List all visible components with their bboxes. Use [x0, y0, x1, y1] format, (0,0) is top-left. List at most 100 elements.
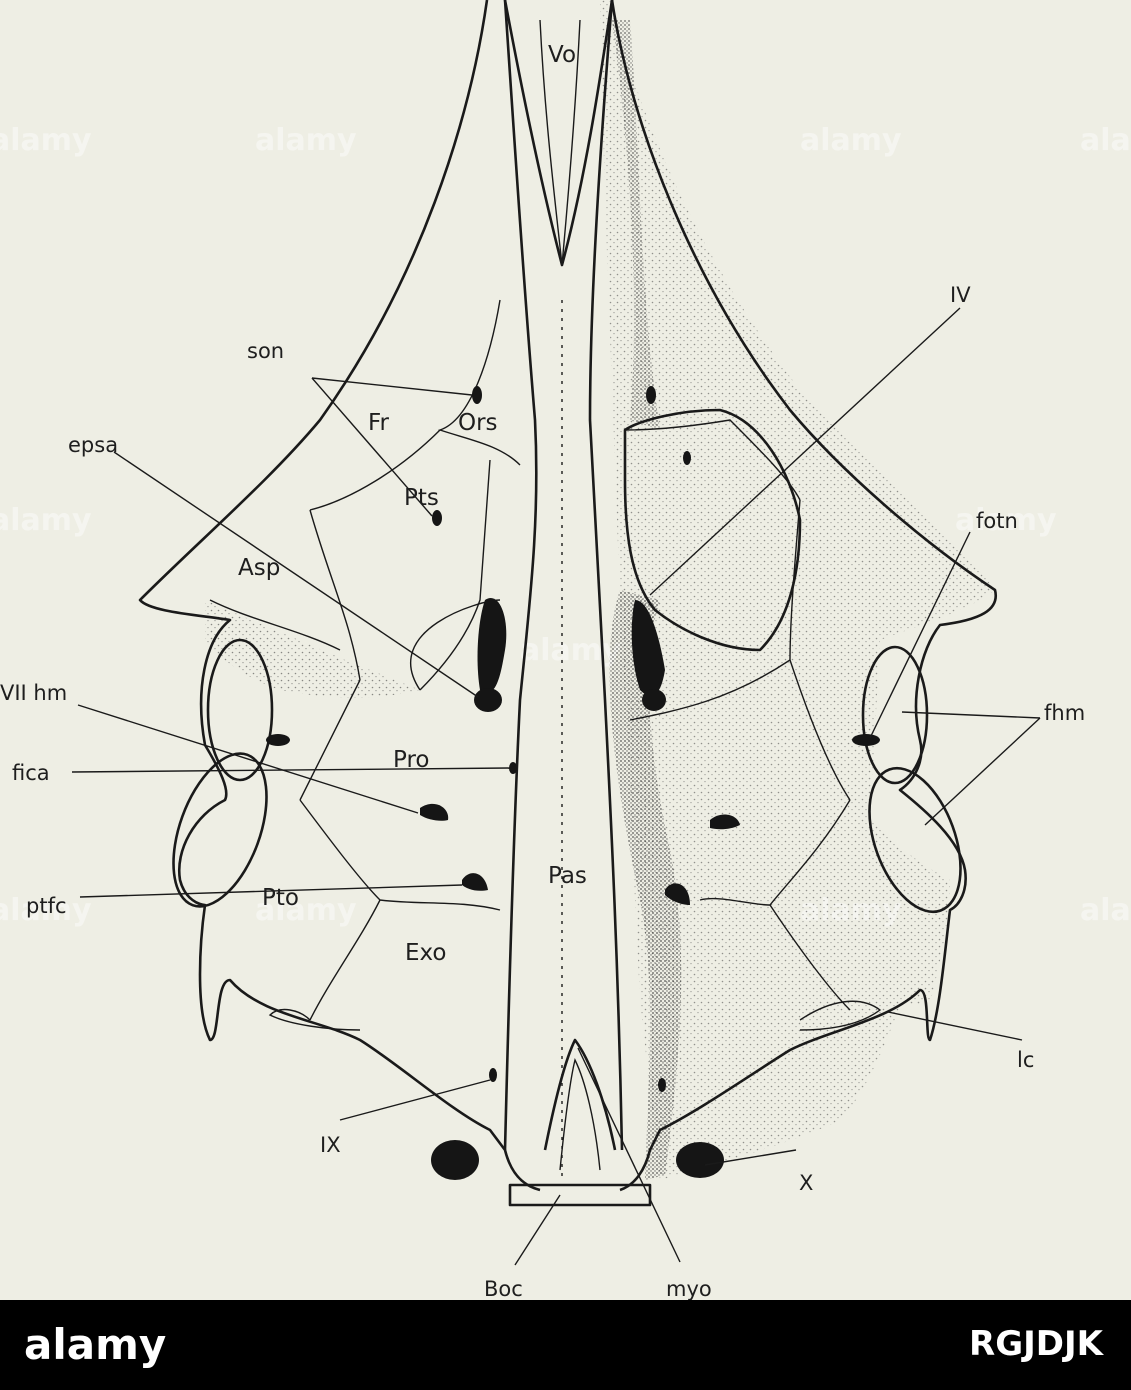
label-pro: Pro [393, 747, 430, 773]
iv-foramen-left [477, 598, 507, 693]
svg-text:alamy: alamy [0, 893, 92, 928]
svg-text:alamy: alamy [1080, 893, 1131, 928]
label-fica: fica [12, 761, 50, 785]
svg-text:alamy: alamy [800, 123, 902, 158]
svg-text:alamy: alamy [955, 503, 1057, 538]
lc-groove-right [799, 1000, 882, 1031]
x-right [676, 1142, 724, 1178]
leader-fhm-1 [901, 711, 1041, 719]
label-vo: Vo [548, 42, 576, 68]
ptfc-right [665, 883, 690, 905]
svg-text:alamy: alamy [255, 893, 357, 928]
label-son: son [247, 339, 284, 363]
leader-myo [577, 1047, 681, 1263]
label-fr: Fr [368, 410, 390, 436]
leader-son-1 [311, 377, 473, 396]
leader-x [704, 1149, 797, 1166]
label-ptfc: ptfc [26, 894, 67, 918]
suture-fr-ors [437, 299, 521, 466]
r-suture-1 [624, 419, 801, 501]
epsa-right [642, 689, 666, 711]
right-ridge-shading [609, 590, 682, 1180]
leader-ptfc [79, 884, 463, 898]
label-lc: lc [1017, 1048, 1034, 1072]
fica-left [509, 762, 517, 774]
right-dense-shading [612, 20, 660, 430]
label-vii-hm: VII hm [0, 681, 67, 705]
svg-text:alamy: alamy [1080, 123, 1131, 158]
label-pas: Pas [548, 863, 587, 889]
fhm-left-lower [172, 752, 268, 908]
leader-fica [71, 767, 511, 773]
iv-foramen-right [631, 600, 665, 696]
ptfc-left [462, 873, 488, 891]
right-half-shading [600, 0, 995, 1180]
notch-inner [559, 1057, 601, 1171]
skull-diagram: alamy alamy alamy alamy alamy alamy alam… [0, 0, 1131, 1300]
left-otic-shading [205, 600, 420, 698]
son-foramen-1 [472, 386, 482, 404]
ix-left [489, 1068, 497, 1082]
label-asp: Asp [238, 555, 280, 581]
label-exo: Exo [405, 940, 447, 966]
svg-text:alamy: alamy [255, 123, 357, 158]
r-suture-5 [629, 659, 791, 721]
suture-pts-asp [309, 509, 361, 681]
stock-footer-bar: alamy RGJDJK [0, 1300, 1131, 1390]
ix-right [658, 1078, 666, 1092]
leader-fotn [869, 531, 971, 739]
fhm-right-upper [861, 645, 929, 785]
leader-lc [887, 1011, 1023, 1041]
leader-boc [514, 1194, 561, 1266]
pts-lower-edge [419, 459, 491, 691]
parasphenoid-right [588, 0, 624, 1151]
vii-hm-right [710, 814, 740, 830]
leader-epsa [113, 451, 479, 698]
vii-hm-left [420, 803, 449, 821]
r-suture-3 [699, 799, 851, 906]
vomer-inner [539, 19, 581, 266]
leader-fhm-2 [924, 717, 1041, 826]
label-x: X [799, 1171, 813, 1195]
leader-vii-hm [77, 704, 419, 814]
suture-pto-exo [309, 899, 381, 1021]
leader-lines [71, 307, 1041, 1266]
leader-son-2 [311, 377, 433, 517]
label-pts: Pts [404, 485, 439, 511]
label-epsa: epsa [68, 433, 118, 457]
skull-outline-right [610, 0, 998, 1192]
son-foramen-2 [432, 510, 442, 526]
asp-wing [209, 599, 341, 651]
label-ix: IX [320, 1133, 341, 1157]
leader-ix [339, 1079, 491, 1121]
suture-fr-pts [309, 429, 441, 511]
lc-groove-left [268, 1008, 361, 1031]
svg-text:alamy: alamy [0, 123, 92, 158]
svg-text:alamy: alamy [0, 503, 92, 538]
watermark-layer: alamy alamy alamy alamy alamy alamy alam… [0, 123, 1131, 928]
fhm-right-lower [868, 766, 962, 914]
foramina [266, 386, 880, 1180]
footer-image-code: RGJDJK [969, 1324, 1103, 1364]
leader-iv [649, 307, 961, 596]
fhm-left-upper [206, 638, 274, 782]
x-left [431, 1140, 479, 1180]
label-myo: myo [666, 1277, 712, 1300]
svg-text:alamy: alamy [520, 633, 622, 668]
posterior-notch [543, 1038, 617, 1151]
label-fotn: fotn [976, 509, 1018, 533]
fotn-right [852, 734, 880, 746]
label-fhm: fhm [1044, 701, 1085, 725]
label-ors: Ors [458, 410, 498, 436]
label-pto: Pto [262, 885, 299, 911]
basioccipital-bar [508, 1183, 652, 1207]
label-boc: Boc [484, 1277, 523, 1300]
label-iv: IV [950, 283, 971, 307]
right-pts-lobe [623, 408, 802, 652]
skull-outline-left [138, 0, 541, 1192]
parasphenoid-left [503, 0, 538, 1151]
son-foramen-r2 [683, 451, 691, 465]
epsa-left [474, 688, 502, 712]
son-foramen-r1 [646, 386, 656, 404]
footer-brand-logo: alamy [24, 1320, 167, 1369]
